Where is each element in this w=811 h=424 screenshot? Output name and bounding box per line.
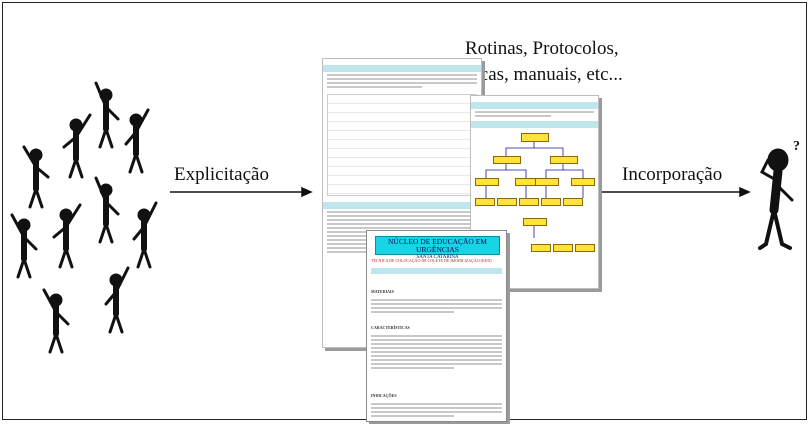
doc-heading-bar-4 <box>471 121 598 128</box>
doc-title: NÚCLEO DE EDUCAÇÃO EM URGÊNCIAS <box>388 237 487 254</box>
doc-subtitle: SANTA CATARINA <box>416 255 459 260</box>
doc-section-c: CARACTERÍSTICAS <box>371 325 410 330</box>
doc-section-a: TÉCNICA DE COLOCAÇÃO DE COLETE DE IMOBIL… <box>371 258 492 263</box>
routines-line-1: Rotinas, Protocolos, <box>465 38 619 59</box>
doc-heading-bar-3 <box>471 102 598 109</box>
doc-section-d: INDICAÇÕES <box>371 393 397 398</box>
document-page-front: NÚCLEO DE EDUCAÇÃO EM URGÊNCIAS SANTA CA… <box>366 230 507 422</box>
doc-title-box: NÚCLEO DE EDUCAÇÃO EM URGÊNCIAS SANTA CA… <box>375 236 500 260</box>
explicitation-label: Explicitação <box>174 164 269 185</box>
routines-label: Rotinas, Protocolos, dicas, manuais, etc… <box>465 36 623 88</box>
doc-text-block-3 <box>367 401 506 419</box>
doc-text-block-1 <box>367 297 506 315</box>
svg-text:?: ? <box>793 139 800 154</box>
confused-thinker-icon: ? <box>758 139 800 250</box>
doc-heading-bar-2 <box>323 202 481 209</box>
routines-line-2: dicas, manuais, etc... <box>465 64 623 85</box>
org-chart <box>471 128 598 268</box>
doc-section-bar <box>371 268 502 274</box>
doc-heading-bar <box>323 65 481 72</box>
doc-table <box>327 94 477 196</box>
doc-text-block-2 <box>367 333 506 371</box>
incorporation-label: Incorporação <box>622 164 723 185</box>
doc-section-b: MATERIAIS <box>371 289 394 294</box>
